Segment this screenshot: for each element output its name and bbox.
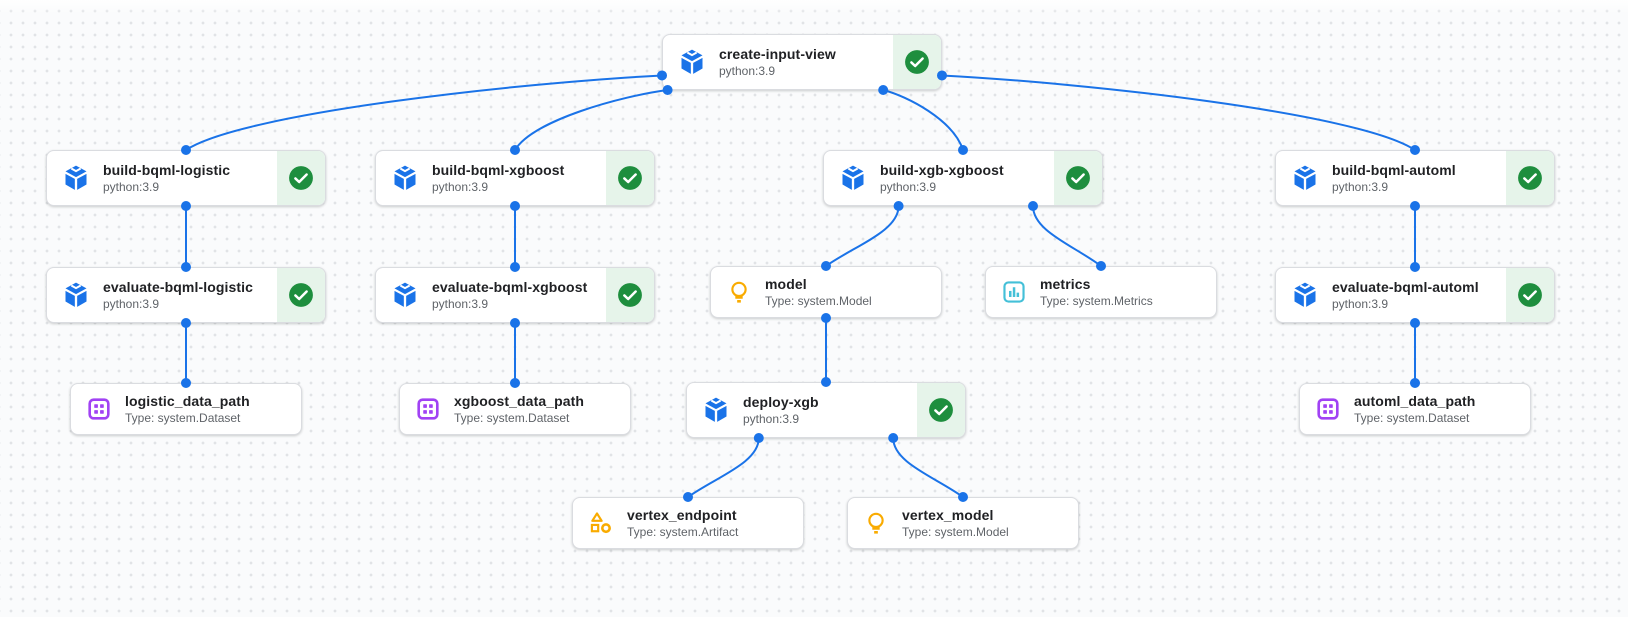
pipeline-node-build-bqml-automl[interactable]: build-bqml-automl python:3.9 [1275, 150, 1555, 206]
status-success-icon [606, 268, 654, 322]
dataset-icon [1315, 396, 1341, 422]
node-title: build-bqml-logistic [103, 161, 231, 178]
node-subtitle: Type: system.Dataset [454, 410, 570, 425]
pipeline-node-xgboost_data_path[interactable]: xgboost_data_path Type: system.Dataset [399, 383, 631, 435]
status-success-icon [1054, 151, 1102, 205]
cube-icon [391, 164, 419, 192]
node-title: logistic_data_path [125, 392, 250, 409]
status-success-icon [893, 35, 941, 89]
status-success-icon [606, 151, 654, 205]
cube-icon [702, 396, 730, 424]
pipeline-node-evaluate-bqml-xgboost[interactable]: evaluate-bqml-xgboost python:3.9 [375, 267, 655, 323]
node-title: metrics [1040, 275, 1091, 292]
edge-create-input-view-to-build-bqml-automl [941, 74, 1416, 151]
status-success-icon [277, 151, 325, 205]
status-success-icon [277, 268, 325, 322]
pipeline-node-vertex_endpoint[interactable]: vertex_endpoint Type: system.Artifact [572, 497, 804, 549]
node-title: vertex_model [902, 506, 994, 523]
node-title: deploy-xgb [743, 393, 819, 410]
node-title: create-input-view [719, 45, 836, 62]
pipeline-node-build-bqml-xgboost[interactable]: build-bqml-xgboost python:3.9 [375, 150, 655, 206]
node-title: build-bqml-automl [1332, 161, 1456, 178]
node-subtitle: python:3.9 [432, 179, 489, 194]
node-subtitle: Type: system.Model [902, 524, 1009, 539]
cube-icon [391, 281, 419, 309]
status-success-icon [917, 383, 965, 437]
node-subtitle: python:3.9 [719, 63, 776, 78]
pipeline-node-build-xgb-xgboost[interactable]: build-xgb-xgboost python:3.9 [823, 150, 1103, 206]
pipeline-node-vertex_model[interactable]: vertex_model Type: system.Model [847, 497, 1079, 549]
node-title: build-bqml-xgboost [432, 161, 565, 178]
node-subtitle: Type: system.Metrics [1040, 293, 1153, 308]
node-subtitle: Type: system.Dataset [125, 410, 241, 425]
status-success-icon [1506, 268, 1554, 322]
cube-icon [1291, 164, 1319, 192]
pipeline-node-evaluate-bqml-logistic[interactable]: evaluate-bqml-logistic python:3.9 [46, 267, 326, 323]
node-title: xgboost_data_path [454, 392, 585, 409]
pipeline-node-automl_data_path[interactable]: automl_data_path Type: system.Dataset [1299, 383, 1531, 435]
pipeline-node-evaluate-bqml-automl[interactable]: evaluate-bqml-automl python:3.9 [1275, 267, 1555, 323]
pipeline-node-metrics[interactable]: metrics Type: system.Metrics [985, 266, 1217, 318]
bulb-icon [863, 510, 889, 536]
node-subtitle: Type: system.Artifact [627, 524, 739, 539]
pipeline-node-model[interactable]: model Type: system.Model [710, 266, 942, 318]
edge-build-xgb-xgboost-to-model [825, 205, 900, 267]
node-title: evaluate-bqml-automl [1332, 278, 1479, 295]
edge-create-input-view-to-build-bqml-logistic [185, 74, 663, 151]
node-subtitle: python:3.9 [432, 296, 489, 311]
pipeline-node-build-bqml-logistic[interactable]: build-bqml-logistic python:3.9 [46, 150, 326, 206]
node-title: evaluate-bqml-xgboost [432, 278, 588, 295]
pipeline-node-deploy-xgb[interactable]: deploy-xgb python:3.9 [686, 382, 966, 438]
node-subtitle: python:3.9 [743, 411, 800, 426]
node-title: model [765, 275, 807, 292]
cube-icon [839, 164, 867, 192]
shapes-icon [588, 510, 614, 536]
edge-deploy-xgb-to-vertex_model [892, 437, 964, 498]
node-subtitle: python:3.9 [1332, 179, 1389, 194]
node-subtitle: Type: system.Dataset [1354, 410, 1470, 425]
node-subtitle: python:3.9 [103, 179, 160, 194]
node-subtitle: python:3.9 [1332, 296, 1389, 311]
node-title: build-xgb-xgboost [880, 161, 1004, 178]
pipeline-node-create-input-view[interactable]: create-input-view python:3.9 [662, 34, 942, 90]
edge-build-xgb-xgboost-to-metrics [1032, 205, 1102, 267]
edge-create-input-view-to-build-bqml-xgboost [514, 89, 668, 151]
node-title: evaluate-bqml-logistic [103, 278, 254, 295]
cube-icon [62, 164, 90, 192]
node-subtitle: Type: system.Model [765, 293, 872, 308]
cube-icon [1291, 281, 1319, 309]
pipeline-node-logistic_data_path[interactable]: logistic_data_path Type: system.Dataset [70, 383, 302, 435]
chart-icon [1001, 279, 1027, 305]
status-success-icon [1506, 151, 1554, 205]
cube-icon [678, 48, 706, 76]
edge-deploy-xgb-to-vertex_endpoint [687, 437, 760, 498]
dataset-icon [415, 396, 441, 422]
node-subtitle: python:3.9 [880, 179, 937, 194]
edge-create-input-view-to-build-xgb-xgboost [882, 89, 964, 151]
dataset-icon [86, 396, 112, 422]
bulb-icon [726, 279, 752, 305]
node-title: automl_data_path [1354, 392, 1476, 409]
node-subtitle: python:3.9 [103, 296, 160, 311]
node-title: vertex_endpoint [627, 506, 737, 523]
cube-icon [62, 281, 90, 309]
